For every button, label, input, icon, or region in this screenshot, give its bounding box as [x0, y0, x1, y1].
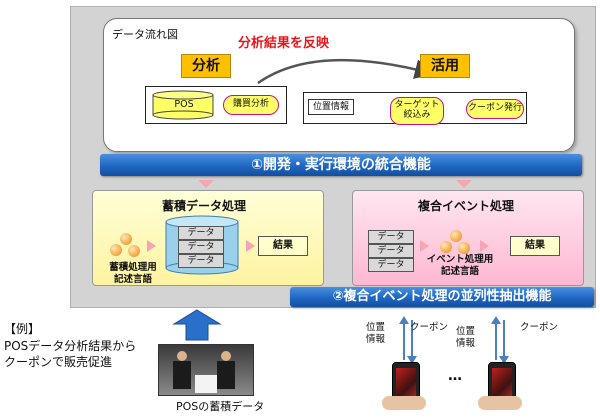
coupon-issue-node: クーポン発行	[466, 99, 524, 119]
purchase-analysis-node: 購買分析	[223, 95, 279, 115]
arrow-right	[147, 240, 156, 252]
coupon-label-1: クーポン	[410, 322, 449, 333]
arrow-right	[246, 240, 255, 252]
ellipsis: …	[448, 368, 462, 384]
arrow-right	[480, 240, 489, 252]
data-flow-box	[103, 18, 575, 152]
mobile-arrows	[399, 316, 509, 364]
event-language-label: イベント処理用 記述言語	[426, 254, 494, 277]
location-info-node: 位置情報	[308, 99, 354, 115]
data-ball	[128, 245, 140, 257]
hand-icon	[478, 396, 522, 410]
data-item: データ	[178, 226, 224, 240]
data-item: データ	[368, 258, 414, 272]
complex-event-title: 複合イベント処理	[418, 199, 515, 213]
person-icon	[221, 351, 231, 361]
hand-icon	[382, 396, 426, 410]
down-arrow-right	[456, 180, 472, 188]
stored-language-label: 蓄積処理用 記述言語	[109, 262, 157, 285]
parallel-bar: ②複合イベント処理の並列性抽出機能	[290, 287, 594, 307]
pos-cylinder-icon	[152, 90, 214, 120]
analysis-tag: 分析	[181, 54, 231, 78]
pos-node: POS	[174, 99, 194, 110]
data-item: データ	[178, 254, 224, 268]
reflect-label: 分析結果を反映	[238, 36, 330, 51]
data-ball	[450, 230, 462, 242]
data-ball	[110, 244, 122, 256]
data-item: データ	[368, 244, 414, 258]
usage-tag: 活用	[420, 54, 470, 78]
reflect-curve-arrow	[257, 58, 435, 85]
pos-caption: POSの蓄積データ	[176, 400, 265, 413]
person-icon	[177, 351, 187, 361]
example-text: POSデータ分析結果から クーポンで販売促進	[4, 339, 137, 370]
up-arrow	[172, 309, 222, 341]
data-item: データ	[178, 240, 224, 254]
location-label-1: 位置 情報	[366, 322, 386, 345]
shelf-icon	[195, 375, 217, 393]
stored-result: 結果	[258, 236, 308, 256]
stored-data-title: 蓄積データ処理	[162, 199, 247, 213]
integration-bar: ①開発・実行環境の統合機能	[100, 154, 582, 176]
target-narrowing-node: ターゲット 絞込み	[390, 97, 444, 125]
complex-result: 結果	[510, 236, 560, 256]
example-title: 【例】	[4, 322, 41, 336]
flow-title: データ流れ図	[112, 28, 178, 41]
data-ball	[120, 233, 132, 245]
coupon-label-2: クーポン	[520, 322, 559, 333]
data-item: データ	[368, 230, 414, 244]
data-ball	[458, 242, 470, 254]
person-icon	[173, 361, 191, 389]
location-label-2: 位置 情報	[456, 326, 476, 349]
store-photo	[158, 344, 254, 396]
arrow-right	[420, 240, 429, 252]
data-ball	[440, 241, 452, 253]
person-icon	[217, 361, 235, 389]
down-arrow-left	[198, 180, 214, 188]
flow-arrows	[215, 58, 467, 115]
